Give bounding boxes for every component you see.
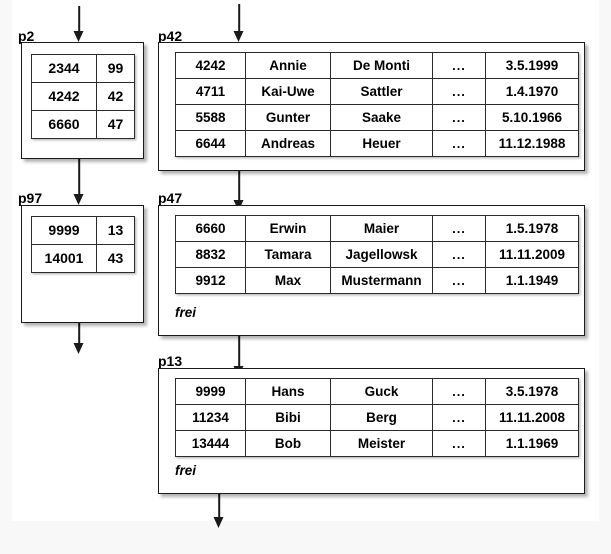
cell-pointer: 47 xyxy=(96,110,135,139)
node-table-p42: 4242 Annie De Monti ... 3.5.1999 4711 Ka… xyxy=(175,52,579,157)
cell-firstname: Bob xyxy=(245,430,331,457)
table-row[interactable]: 9912 Max Mustermann ... 1.1.1949 xyxy=(175,267,579,294)
cell-lastname: Heuer xyxy=(330,130,433,157)
cell-date: 1.1.1949 xyxy=(485,267,579,294)
cell-ellipsis: ... xyxy=(432,378,486,405)
cell-id: 11234 xyxy=(175,404,246,431)
free-space-label-p13: frei xyxy=(175,463,197,478)
node-label-p2: p2 xyxy=(18,28,35,44)
cell-ellipsis: ... xyxy=(432,78,486,105)
cell-firstname: Max xyxy=(245,267,331,294)
cell-id: 4242 xyxy=(175,52,246,79)
node-table-p2: 2344 99 4242 42 6660 47 xyxy=(31,54,135,139)
cell-lastname: Mustermann xyxy=(330,267,433,294)
node-table-p97: 9999 13 14001 43 xyxy=(31,216,135,273)
cell-firstname: Erwin xyxy=(245,215,331,242)
cell-id: 4711 xyxy=(175,78,246,105)
cell-key: 14001 xyxy=(31,244,97,273)
cell-id: 5588 xyxy=(175,104,246,131)
cell-key: 2344 xyxy=(31,54,97,83)
cell-firstname: Hans xyxy=(245,378,331,405)
node-label-p42: p42 xyxy=(158,28,183,44)
cell-date: 1.1.1969 xyxy=(485,430,579,457)
cell-id: 6660 xyxy=(175,215,246,242)
cell-lastname: Berg xyxy=(330,404,433,431)
table-row[interactable]: 4711 Kai-Uwe Sattler ... 1.4.1970 xyxy=(175,78,579,105)
cell-pointer: 99 xyxy=(96,54,135,83)
free-space-label-p47: frei xyxy=(175,305,197,320)
cell-pointer: 42 xyxy=(96,82,135,111)
node-table-p13: 9999 Hans Guck ... 3.5.1978 11234 Bibi B… xyxy=(175,378,579,457)
cell-firstname: Annie xyxy=(245,52,331,79)
table-row[interactable]: 6644 Andreas Heuer ... 11.12.1988 xyxy=(175,130,579,157)
cell-lastname: De Monti xyxy=(330,52,433,79)
cell-key: 9999 xyxy=(31,216,97,245)
cell-firstname: Bibi xyxy=(245,404,331,431)
table-row[interactable]: 2344 99 xyxy=(31,54,135,83)
table-row[interactable]: 11234 Bibi Berg ... 11.11.2008 xyxy=(175,404,579,431)
table-row[interactable]: 9999 Hans Guck ... 3.5.1978 xyxy=(175,378,579,405)
cell-date: 3.5.1999 xyxy=(485,52,579,79)
table-row[interactable]: 9999 13 xyxy=(31,216,135,245)
node-label-p47: p47 xyxy=(158,190,183,206)
table-row[interactable]: 4242 Annie De Monti ... 3.5.1999 xyxy=(175,52,579,79)
cell-ellipsis: ... xyxy=(432,241,486,268)
cell-lastname: Meister xyxy=(330,430,433,457)
cell-lastname: Guck xyxy=(330,378,433,405)
cell-lastname: Saake xyxy=(330,104,433,131)
cell-ellipsis: ... xyxy=(432,267,486,294)
node-table-p47: 6660 Erwin Maier ... 1.5.1978 8832 Tamar… xyxy=(175,215,579,294)
table-row[interactable]: 8832 Tamara Jagellowsk ... 11.11.2009 xyxy=(175,241,579,268)
cell-lastname: Sattler xyxy=(330,78,433,105)
cell-id: 6644 xyxy=(175,130,246,157)
cell-ellipsis: ... xyxy=(432,404,486,431)
cell-date: 11.11.2008 xyxy=(485,404,579,431)
cell-id: 8832 xyxy=(175,241,246,268)
cell-firstname: Tamara xyxy=(245,241,331,268)
cell-key: 4242 xyxy=(31,82,97,111)
cell-date: 11.12.1988 xyxy=(485,130,579,157)
cell-lastname: Maier xyxy=(330,215,433,242)
table-row[interactable]: 13444 Bob Meister ... 1.1.1969 xyxy=(175,430,579,457)
table-row[interactable]: 5588 Gunter Saake ... 5.10.1966 xyxy=(175,104,579,131)
table-row[interactable]: 6660 47 xyxy=(31,110,135,139)
cell-ellipsis: ... xyxy=(432,52,486,79)
cell-date: 1.5.1978 xyxy=(485,215,579,242)
node-label-p13: p13 xyxy=(158,353,183,369)
cell-date: 11.11.2009 xyxy=(485,241,579,268)
cell-date: 1.4.1970 xyxy=(485,78,579,105)
cell-ellipsis: ... xyxy=(432,215,486,242)
cell-firstname: Gunter xyxy=(245,104,331,131)
cell-ellipsis: ... xyxy=(432,130,486,157)
cell-pointer: 13 xyxy=(96,216,135,245)
cell-key: 6660 xyxy=(31,110,97,139)
cell-lastname: Jagellowsk xyxy=(330,241,433,268)
diagram-canvas: p2 2344 99 4242 42 6660 47 p97 xyxy=(12,0,599,528)
cell-firstname: Kai-Uwe xyxy=(245,78,331,105)
cell-firstname: Andreas xyxy=(245,130,331,157)
table-row[interactable]: 4242 42 xyxy=(31,82,135,111)
node-label-p97: p97 xyxy=(18,190,43,206)
cell-date: 3.5.1978 xyxy=(485,378,579,405)
cell-date: 5.10.1966 xyxy=(485,104,579,131)
cell-id: 9999 xyxy=(175,378,246,405)
cell-ellipsis: ... xyxy=(432,104,486,131)
cell-pointer: 43 xyxy=(96,244,135,273)
cell-id: 9912 xyxy=(175,267,246,294)
table-row[interactable]: 6660 Erwin Maier ... 1.5.1978 xyxy=(175,215,579,242)
cell-ellipsis: ... xyxy=(432,430,486,457)
cell-id: 13444 xyxy=(175,430,246,457)
table-row[interactable]: 14001 43 xyxy=(31,244,135,273)
